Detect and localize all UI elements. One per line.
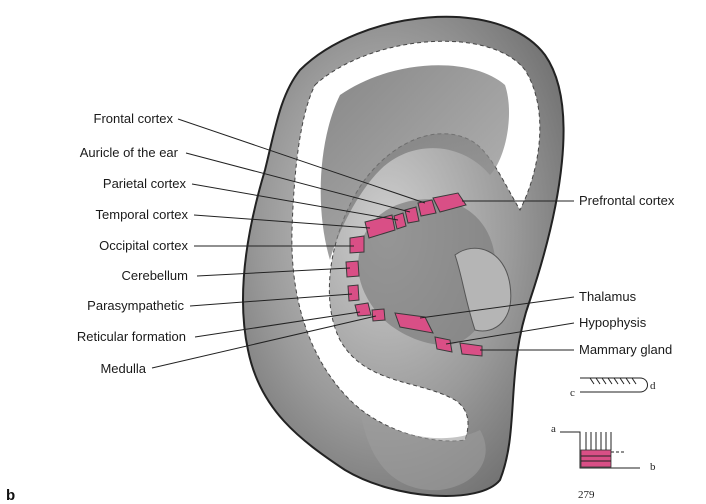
inset-cd (580, 378, 648, 392)
label-hypophysis: Hypophysis (579, 315, 647, 330)
label-parietal-cortex: Parietal cortex (103, 176, 187, 191)
left-label-group: Frontal cortex Auricle of the ear Pariet… (77, 111, 189, 376)
label-medulla: Medulla (100, 361, 146, 376)
label-cerebellum: Cerebellum (122, 268, 188, 283)
label-occipital-cortex: Occipital cortex (99, 238, 188, 253)
label-reticular-formation: Reticular formation (77, 329, 186, 344)
zone-occipital (350, 236, 364, 253)
inset-letter-a: a (551, 423, 556, 435)
label-prefrontal-cortex: Prefrontal cortex (579, 193, 675, 208)
inset-letter-b: b (650, 461, 656, 473)
zone-parasympathetic (348, 285, 359, 301)
zone-medulla (372, 309, 385, 321)
label-auricle: Auricle of the ear (80, 145, 179, 160)
inset-letter-d: d (650, 380, 656, 392)
right-label-group: Prefrontal cortex Thalamus Hypophysis Ma… (579, 193, 675, 357)
label-frontal-cortex: Frontal cortex (94, 111, 174, 126)
figure-label: b (6, 487, 15, 504)
zone-auricle (405, 207, 419, 223)
label-temporal-cortex: Temporal cortex (96, 207, 189, 222)
zone-reticular (355, 303, 371, 316)
inset-ab (560, 432, 640, 468)
label-thalamus: Thalamus (579, 289, 637, 304)
inset-letter-c: c (570, 387, 575, 399)
label-mammary-gland: Mammary gland (579, 342, 672, 357)
zone-cerebellum (346, 261, 359, 277)
label-parasympathetic: Parasympathetic (87, 298, 184, 313)
page-number: 279 (578, 489, 595, 501)
